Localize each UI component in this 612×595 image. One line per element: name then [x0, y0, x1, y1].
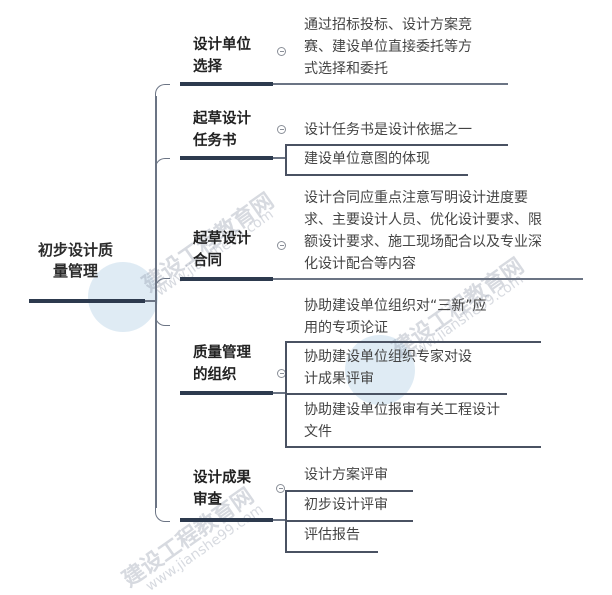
- leaf-text-line: 评估报告: [304, 527, 360, 543]
- root-underline: [29, 299, 145, 303]
- connector: [273, 519, 285, 521]
- branch-label-line: 合同: [193, 253, 222, 269]
- branch-label-line: 任务书: [193, 133, 237, 149]
- branch-node-design-unit-selection[interactable]: 设计单位 选择: [193, 34, 273, 78]
- leaf-text-line: 化设计配合等内容: [304, 256, 416, 272]
- leaf-underline: [285, 174, 468, 176]
- leaf-text-line: 式选择和委托: [304, 61, 388, 77]
- branch-label-line: 选择: [193, 59, 222, 75]
- branch-label-line: 质量管理: [193, 345, 251, 361]
- leaf-text-line: 求、主要设计人员、优化设计要求、限: [304, 212, 542, 228]
- branch-label-line: 审查: [193, 492, 222, 508]
- connector-curve: [155, 84, 170, 99]
- connector: [273, 157, 285, 159]
- leaf-node[interactable]: 评估报告: [304, 524, 360, 546]
- collapse-icon[interactable]: [277, 125, 286, 134]
- branch-underline: [180, 156, 273, 160]
- leaf-text-line: 赛、建设单位直接委托等方: [304, 39, 472, 55]
- leaf-bracket: [285, 144, 287, 175]
- leaf-underline: [285, 520, 413, 522]
- leaf-text-line: 通过招标投标、设计方案竞: [304, 17, 472, 33]
- connector: [273, 83, 508, 85]
- leaf-node[interactable]: 初步设计评审: [304, 494, 388, 516]
- leaf-text-line: 文件: [304, 424, 332, 440]
- branch-label-line: 起草设计: [193, 231, 251, 247]
- leaf-node[interactable]: 设计方案评审: [304, 464, 388, 486]
- leaf-text-line: 额设计要求、施工现场配合以及专业深: [304, 234, 542, 250]
- leaf-underline: [285, 490, 413, 492]
- watermark-logo: [88, 262, 158, 332]
- root-node[interactable]: 初步设计质 量管理: [18, 240, 133, 282]
- branch-underline: [180, 391, 273, 395]
- connector-curve: [155, 507, 170, 522]
- leaf-text-line: 计成果评审: [304, 371, 374, 387]
- branch-node-draft-design-contract[interactable]: 起草设计 合同: [193, 228, 273, 272]
- leaf-text-line: 用的专项论证: [304, 320, 388, 336]
- branch-label-line: 设计单位: [193, 37, 251, 53]
- connector-curve: [155, 158, 170, 173]
- leaf-text-line: 协助建设单位组织对“三新”应: [304, 298, 487, 314]
- connector: [273, 392, 285, 394]
- connector-curve: [155, 278, 170, 293]
- leaf-text-line: 设计合同应重点注意写明设计进度要: [304, 190, 528, 206]
- branch-label-line: 的组织: [193, 367, 237, 383]
- connector-curve: [155, 311, 170, 326]
- leaf-node[interactable]: 建设单位意图的体现: [304, 148, 430, 170]
- connector-spine: [155, 96, 157, 508]
- leaf-text-line: 设计任务书是设计依据之一: [304, 122, 472, 138]
- branch-label-line: 设计成果: [193, 470, 251, 486]
- leaf-underline: [285, 393, 507, 395]
- root-label-line: 量管理: [52, 262, 98, 280]
- branch-underline: [180, 277, 273, 281]
- leaf-node[interactable]: 协助建设单位组织对“三新”应 用的专项论证: [304, 295, 487, 339]
- leaf-node[interactable]: 设计任务书是设计依据之一: [304, 119, 472, 141]
- connector: [145, 300, 155, 302]
- branch-label-line: 起草设计: [193, 111, 251, 127]
- root-label-line: 初步设计质: [37, 241, 113, 259]
- leaf-text-line: 协助建设单位组织专家对设: [304, 349, 472, 365]
- leaf-text-line: 建设单位意图的体现: [304, 151, 430, 167]
- leaf-node[interactable]: 设计合同应重点注意写明设计进度要 求、主要设计人员、优化设计要求、限 额设计要求…: [304, 187, 542, 275]
- leaf-text-line: 协助建设单位报审有关工程设计: [304, 402, 500, 418]
- leaf-text-line: 初步设计评审: [304, 497, 388, 513]
- collapse-icon[interactable]: [277, 47, 286, 56]
- branch-node-draft-design-brief[interactable]: 起草设计 任务书: [193, 108, 273, 152]
- leaf-underline: [285, 551, 378, 553]
- branch-node-design-result-review[interactable]: 设计成果 审查: [193, 467, 273, 511]
- leaf-node[interactable]: 通过招标投标、设计方案竞 赛、建设单位直接委托等方 式选择和委托: [304, 14, 472, 80]
- leaf-underline: [285, 341, 541, 343]
- connector: [273, 278, 583, 280]
- collapse-icon[interactable]: [276, 484, 285, 493]
- leaf-underline: [285, 446, 541, 448]
- leaf-underline: [285, 144, 508, 146]
- branch-underline: [180, 82, 273, 86]
- branch-node-quality-management-organization[interactable]: 质量管理 的组织: [193, 342, 273, 386]
- leaf-node[interactable]: 协助建设单位报审有关工程设计 文件: [304, 399, 500, 443]
- branch-underline: [180, 518, 273, 522]
- leaf-node[interactable]: 协助建设单位组织专家对设 计成果评审: [304, 346, 472, 390]
- leaf-text-line: 设计方案评审: [304, 467, 388, 483]
- collapse-icon[interactable]: [277, 241, 286, 250]
